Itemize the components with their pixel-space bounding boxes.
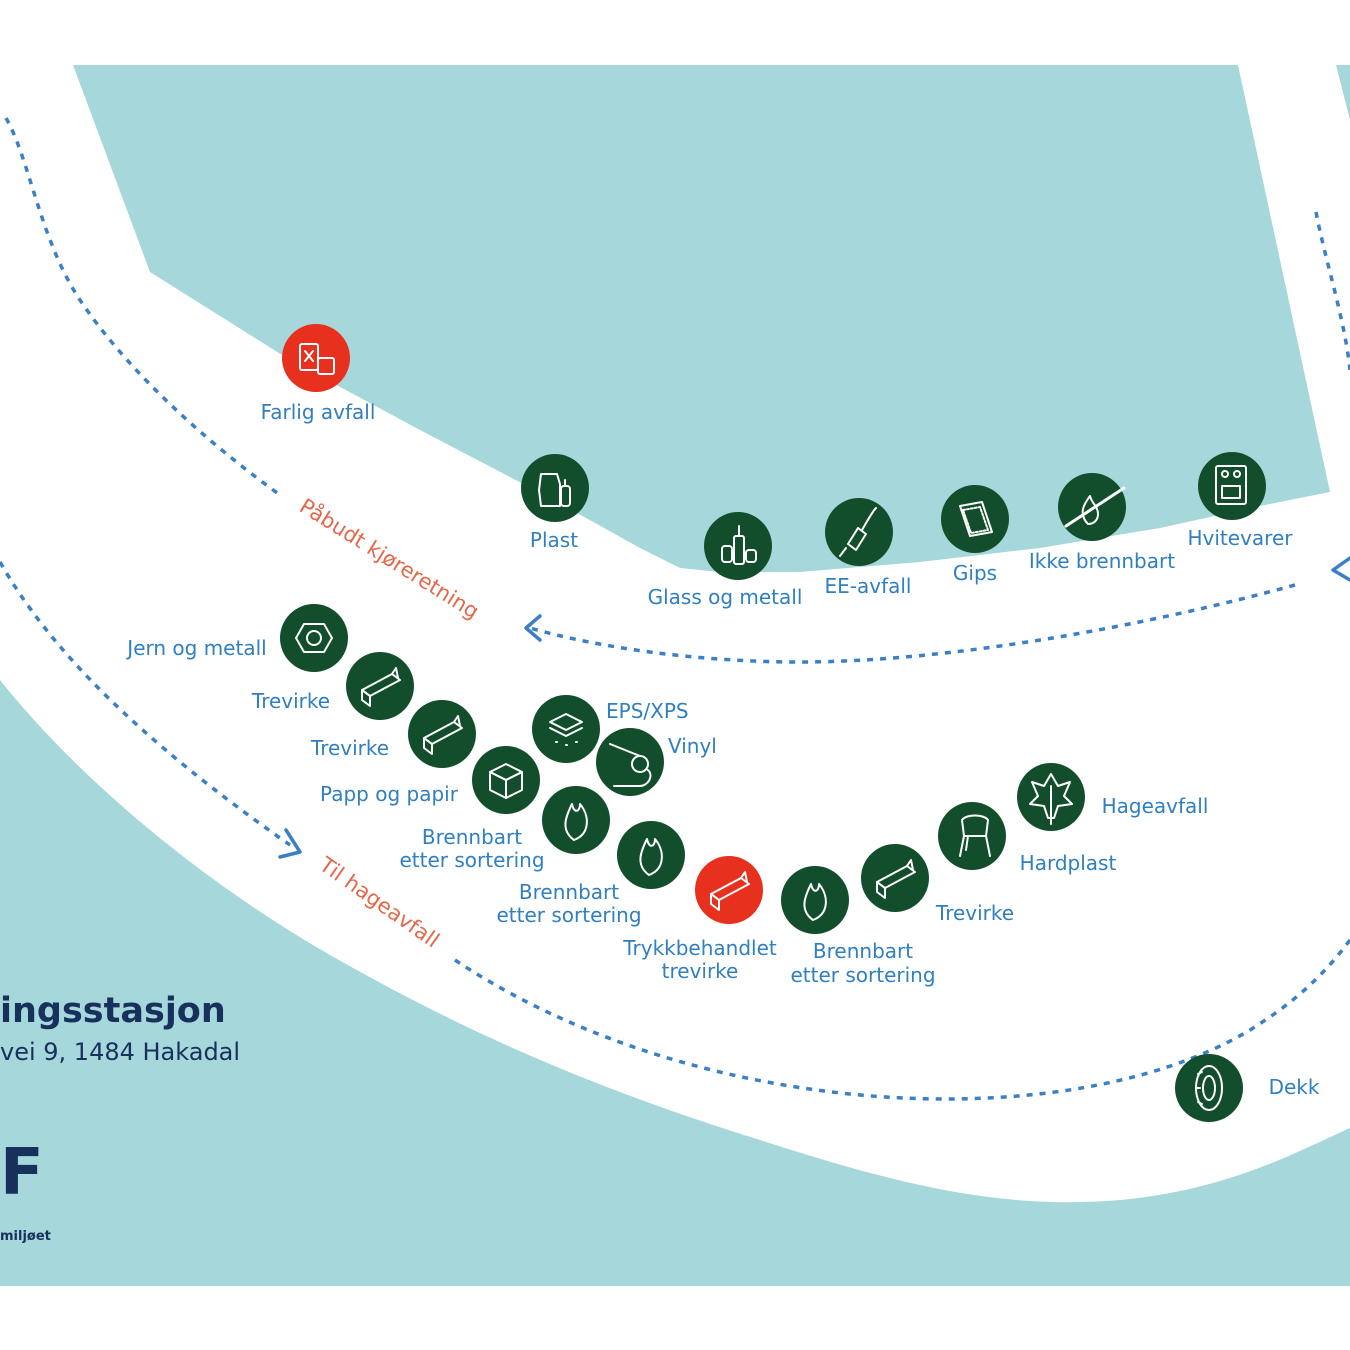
label-plast: Plast: [530, 528, 578, 552]
station-gips[interactable]: Gips: [941, 485, 1009, 585]
direction-mandatory: Påbudt kjøreretning: [295, 493, 483, 624]
brand-tagline: miljøet: [0, 1229, 51, 1244]
label-trevirke-1: Trevirke: [251, 689, 330, 713]
label-glass-og-metall: Glass og metall: [648, 585, 803, 609]
top-area: [73, 65, 1330, 572]
label-ee-avfall: EE-avfall: [825, 574, 912, 598]
label-hageavfall: Hageavfall: [1102, 794, 1209, 818]
station-trykkbehandlet-trevirke[interactable]: Trykkbehandlet trevirke: [622, 856, 777, 983]
station-eps-xps[interactable]: EPS/XPS: [532, 695, 689, 763]
wood-plank-icon: [423, 715, 463, 755]
station-trevirke-1[interactable]: Trevirke: [251, 652, 414, 720]
label-brennbart-3-line1: Brennbart: [813, 939, 913, 963]
route-bottom: [454, 938, 1350, 1101]
station-trevirke-2[interactable]: Trevirke: [310, 700, 476, 768]
label-brennbart-2-line1: Brennbart: [519, 880, 619, 904]
hazard-icon: [299, 343, 335, 375]
nut-icon: [295, 623, 333, 653]
station-plast[interactable]: Plast: [521, 454, 589, 552]
station-glass-og-metall[interactable]: Glass og metall: [648, 512, 803, 609]
station-dekk[interactable]: Dekk: [1175, 1054, 1320, 1122]
tire-icon: [1195, 1065, 1223, 1111]
wood-plank-icon: [710, 871, 750, 911]
label-brennbart-3-line2: etter sortering: [790, 963, 935, 987]
label-trykkbehandlet-line1: Trykkbehandlet: [622, 936, 777, 960]
station-jern-og-metall[interactable]: Jern og metall: [125, 604, 348, 672]
station-trevirke-3[interactable]: Trevirke: [861, 844, 1014, 925]
station-vinyl[interactable]: Vinyl: [596, 728, 717, 796]
label-trykkbehandlet-line2: trevirke: [662, 959, 739, 983]
label-brennbart-1-line2: etter sortering: [399, 848, 544, 872]
eps-foam-icon: [549, 713, 583, 746]
wood-plank-icon: [361, 667, 401, 707]
route-top-left: [4, 117, 282, 497]
label-eps-xps: EPS/XPS: [606, 699, 689, 723]
flame-icon: [639, 838, 663, 876]
route-main-return: [529, 583, 1296, 664]
label-gips: Gips: [953, 561, 997, 585]
route-arrow-right-edge: [1331, 556, 1350, 582]
station-hvitevarer[interactable]: Hvitevarer: [1188, 452, 1294, 550]
station-title: ingsstasjon: [0, 991, 226, 1031]
no-fire-icon: [1064, 486, 1126, 528]
label-papp-og-papir: Papp og papir: [320, 782, 459, 806]
station-hageavfall[interactable]: Hageavfall: [1017, 763, 1208, 831]
flame-icon: [803, 883, 827, 921]
label-vinyl: Vinyl: [668, 734, 717, 758]
label-ikke-brennbart: Ikke brennbart: [1029, 549, 1175, 573]
flame-icon: [564, 803, 588, 841]
station-ikke-brennbart[interactable]: Ikke brennbart: [1029, 473, 1175, 573]
leaf-icon: [1029, 773, 1073, 825]
route-to-garden: [0, 561, 292, 847]
wood-plank-icon: [876, 859, 916, 899]
route-arrow-down: [278, 828, 302, 859]
label-brennbart-1-line1: Brennbart: [422, 825, 522, 849]
label-jern-og-metall: Jern og metall: [125, 636, 266, 660]
route-arrow-left: [524, 614, 542, 642]
brand-logo: F: [0, 1136, 44, 1210]
label-hardplast: Hardplast: [1020, 851, 1117, 875]
station-hardplast[interactable]: Hardplast: [938, 802, 1116, 875]
top-right-area: [1336, 65, 1350, 120]
station-brennbart-1[interactable]: Brennbart etter sortering: [399, 786, 610, 872]
vinyl-roll-icon: [609, 743, 652, 787]
station-papp-og-papir[interactable]: Papp og papir: [320, 746, 540, 814]
label-trevirke-3: Trevirke: [935, 901, 1014, 925]
route-right-edge: [1314, 211, 1350, 371]
label-farlig-avfall: Farlig avfall: [261, 400, 376, 424]
glass-bottle-icon: [721, 525, 757, 565]
label-hvitevarer: Hvitevarer: [1188, 526, 1294, 550]
label-trevirke-2: Trevirke: [310, 736, 389, 760]
station-brennbart-2[interactable]: Brennbart etter sortering: [496, 821, 685, 927]
driving-routes: [0, 117, 1350, 1101]
cardboard-box-icon: [489, 763, 523, 799]
bottom-area: [0, 680, 1350, 1286]
station-farlig-avfall[interactable]: Farlig avfall: [261, 324, 376, 424]
station-ee-avfall[interactable]: EE-avfall: [825, 498, 912, 598]
label-brennbart-2-line2: etter sortering: [496, 903, 641, 927]
plastic-chair-icon: [959, 814, 991, 857]
plasterboard-icon: [959, 501, 993, 537]
label-dekk: Dekk: [1269, 1075, 1320, 1099]
plug-icon: [839, 507, 877, 557]
station-address: vei 9, 1484 Hakadal: [0, 1038, 240, 1066]
station-brennbart-3[interactable]: Brennbart etter sortering: [781, 866, 936, 987]
stove-icon: [1215, 465, 1247, 505]
map-background: [0, 65, 1350, 1286]
plastic-bottle-icon: [538, 473, 571, 507]
